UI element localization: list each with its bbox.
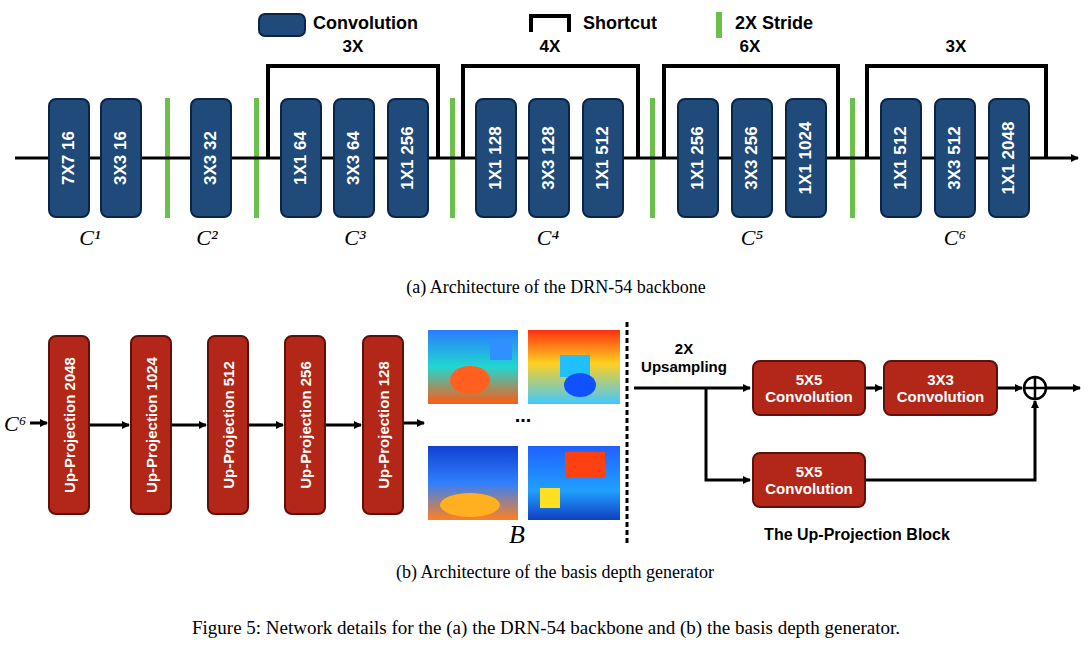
convolution-box: 3X3 Convolution (883, 360, 998, 416)
basis-depth-maps (428, 330, 620, 520)
legend-shortcut-symbol (531, 16, 569, 32)
box-text: Up-Projection 128 (375, 361, 392, 489)
connector (90, 424, 129, 427)
label-text: B (509, 520, 525, 550)
box-text: 1X1 256 (398, 126, 418, 189)
legend-text: Convolution (313, 13, 418, 34)
label-text: C⁶ (944, 225, 966, 251)
connector (249, 424, 283, 427)
up-projection-box: Up-Projection 256 (284, 335, 326, 515)
label-text: 3X (343, 37, 364, 57)
connector (570, 157, 582, 160)
box-text: 3X3 512 (945, 126, 965, 189)
box-text: 1X1 256 (688, 126, 708, 189)
convolution-box: 3X3 16 (100, 98, 142, 218)
box-text: 3X3 256 (742, 126, 762, 189)
connector (976, 157, 988, 160)
connector (326, 424, 361, 427)
connector (232, 157, 280, 160)
legend-text: 2X Stride (735, 13, 813, 34)
box-text: 5X5 Convolution (754, 371, 864, 406)
box-text: Up-Projection 1024 (143, 357, 160, 493)
box-text: 7X7 16 (59, 131, 79, 185)
convolution-box: 1X1 512 (582, 98, 624, 218)
convolution-box: 1X1 1024 (785, 98, 827, 218)
box-text: 1X1 128 (486, 126, 506, 189)
label-text: C² (196, 225, 217, 251)
connector (827, 157, 880, 160)
up-projection-box: Up-Projection 512 (207, 335, 249, 515)
box-text: 3X3 Convolution (885, 371, 996, 406)
box-text: 3X3 128 (539, 126, 559, 189)
label-text: C³ (344, 225, 365, 251)
label-text: 3X (946, 37, 967, 57)
convolution-box: 3X3 64 (333, 98, 375, 218)
connector (624, 157, 677, 160)
convolution-box: 1X1 512 (880, 98, 922, 218)
convolution-box: 1X1 128 (475, 98, 517, 218)
convolution-box: 1X1 256 (387, 98, 429, 218)
up-projection-box: Up-Projection 2048 (48, 335, 90, 515)
connector (773, 157, 785, 160)
legend-text: Shortcut (583, 13, 657, 34)
convolution-box: 7X7 16 (48, 98, 90, 218)
label-text: 6X (740, 37, 761, 57)
shortcut-brackets (268, 66, 1046, 158)
label-text: 4X (540, 37, 561, 57)
legend-swatch (716, 12, 722, 38)
label-text: C⁵ (741, 225, 763, 251)
convolution-box: 1X1 2048 (988, 98, 1030, 218)
connector (172, 424, 206, 427)
box-text: 3X3 64 (344, 131, 364, 185)
box-text: Up-Projection 256 (297, 361, 314, 489)
convolution-box: 3X3 128 (528, 98, 570, 218)
convolution-box: 1X1 64 (280, 98, 322, 218)
box-text: 1X1 512 (593, 126, 613, 189)
connector (375, 157, 387, 160)
box-text: Up-Projection 512 (220, 361, 237, 489)
box-text: 1X1 1024 (796, 122, 816, 195)
box-text: 3X3 32 (201, 131, 221, 185)
sum-symbol (1024, 377, 1046, 399)
connector (322, 157, 333, 160)
legend-swatch (258, 13, 306, 37)
label-text: (a) Architecture of the DRN-54 backbone (406, 277, 705, 298)
connector (719, 157, 731, 160)
up-projection-box: Up-Projection 1024 (130, 335, 172, 515)
label-text: The Up-Projection Block (764, 526, 950, 544)
convolution-box: 5X5 Convolution (752, 452, 866, 508)
convolution-box: 1X1 256 (677, 98, 719, 218)
label-text: ... (515, 404, 532, 427)
convolution-box: 5X5 Convolution (752, 360, 866, 416)
box-text: 1X1 512 (891, 126, 911, 189)
connector (517, 157, 528, 160)
box-text: 3X3 16 (111, 131, 131, 185)
convolution-box: 3X3 512 (934, 98, 976, 218)
figure-caption: Figure 5: Network details for the (a) th… (192, 617, 900, 639)
box-text: 1X1 2048 (999, 122, 1019, 195)
label-text: C⁴ (537, 225, 559, 251)
label-text: C¹ (79, 225, 100, 251)
connector (922, 157, 934, 160)
connector (429, 157, 475, 160)
convolution-box: 3X3 32 (190, 98, 232, 218)
convolution-box: 3X3 256 (731, 98, 773, 218)
box-text: 1X1 64 (291, 131, 311, 185)
up-projection-box: Up-Projection 128 (362, 335, 404, 515)
label-text: 2X Upsampling (634, 340, 734, 376)
label-text: C⁶ (4, 411, 26, 437)
connector (866, 387, 882, 390)
box-text: 5X5 Convolution (754, 463, 864, 498)
connector (90, 157, 100, 160)
box-text: Up-Projection 2048 (61, 357, 78, 493)
connector (142, 157, 190, 160)
divider (626, 322, 629, 546)
label-text: (b) Architecture of the basis depth gene… (396, 562, 714, 583)
